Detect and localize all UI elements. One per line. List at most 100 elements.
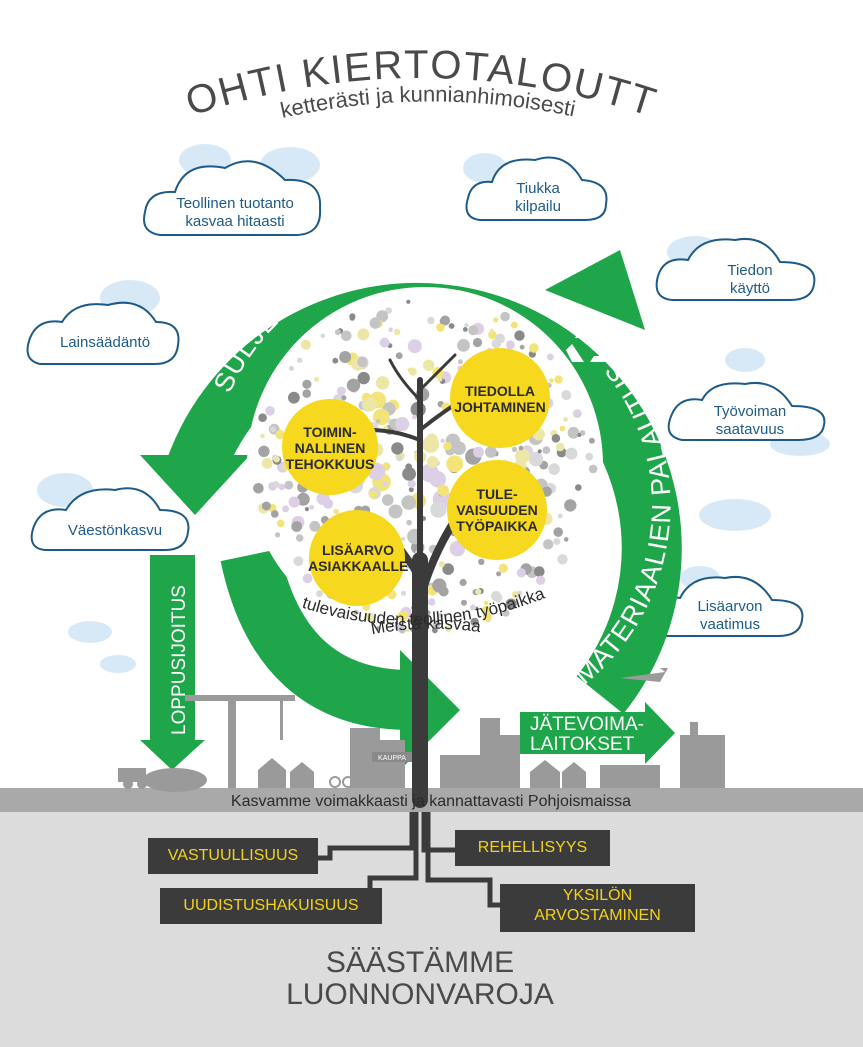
decor-dot — [396, 454, 403, 462]
decor-dot — [427, 316, 435, 325]
decor-dot — [253, 483, 264, 494]
decor-dot — [373, 408, 390, 426]
decor-dot — [379, 337, 390, 348]
decor-dot — [557, 554, 568, 565]
decor-dot — [514, 330, 525, 341]
decor-dot — [500, 311, 510, 322]
decor-dot — [438, 561, 445, 568]
decor-dot — [260, 433, 265, 439]
decor-dot — [333, 508, 339, 515]
decor-dot — [464, 323, 469, 328]
decor-dot — [511, 446, 518, 452]
decor-dot — [452, 441, 466, 456]
decor-dot — [564, 499, 577, 512]
circle-label-tiedolla: TIEDOLLA JOHTAMINEN — [454, 383, 546, 415]
decor-dot — [426, 456, 439, 468]
decor-dot — [275, 429, 286, 440]
decor-dot — [405, 463, 413, 471]
decor-dot — [585, 452, 594, 461]
ground-band — [0, 788, 863, 812]
decor-dot — [489, 328, 495, 333]
decor-dot — [556, 442, 565, 452]
decor-dot — [382, 481, 388, 487]
cloud-label-tyovoiman: Työvoiman saatavuus — [713, 403, 787, 438]
decor-dot — [461, 599, 467, 606]
decor-dot — [563, 417, 568, 422]
decor-dot — [401, 536, 406, 541]
decor-dot — [339, 351, 352, 363]
decor-dot — [563, 537, 569, 542]
decor-dot — [485, 446, 497, 458]
cloud-outlines — [26, 156, 826, 637]
decor-dot — [261, 501, 271, 511]
cloud-shape-tiukka — [465, 156, 608, 221]
decor-dot — [542, 446, 551, 454]
decor-dot — [491, 338, 502, 349]
decor-dot — [430, 501, 447, 518]
decor-dot — [408, 367, 417, 376]
cloud-label-vaestonkasvu: Väestönkasvu — [67, 522, 163, 539]
decor-dot — [261, 458, 273, 469]
decor-dot — [369, 317, 381, 329]
loppusijoitus-arrow — [140, 555, 205, 770]
decor-dot — [505, 340, 515, 350]
decor-dot — [300, 339, 311, 350]
decor-dot — [528, 451, 544, 467]
bottom-text-2: LUONNONVAROJA — [286, 978, 554, 1011]
decor-dot — [588, 437, 595, 444]
decor-dot — [470, 604, 476, 611]
ground-text: Kasvamme voimakkaasti ja kannattavasti P… — [231, 793, 631, 810]
root-label-vastuullisuus: VASTUULLISUUS — [148, 838, 318, 874]
decor-dot — [265, 406, 275, 416]
decor-dot — [288, 365, 294, 371]
decor-dot — [408, 487, 414, 493]
decor-dot — [398, 626, 406, 634]
decor-dot — [473, 446, 484, 458]
decor-dot — [561, 390, 572, 401]
decor-dot — [557, 513, 563, 519]
decor-dot — [407, 479, 416, 488]
shop-sign: KAUPPA — [378, 755, 406, 762]
decor-dot — [488, 330, 497, 340]
decor-dot — [457, 359, 463, 365]
decor-dot — [388, 327, 394, 333]
decor-dot — [297, 357, 303, 363]
decor-dot — [272, 481, 280, 489]
decor-dot — [365, 612, 375, 622]
decor-dot — [572, 409, 582, 418]
decor-dot — [288, 391, 300, 404]
decor-dot — [554, 375, 563, 384]
decor-dot — [258, 445, 270, 457]
cloud-label-teollinen: Teollinen tuotanto kasvaa hitaasti — [176, 195, 294, 230]
decor-dot — [547, 353, 554, 361]
jatevoima-arrow — [520, 702, 675, 764]
decor-dot — [357, 328, 370, 341]
decor-dot — [510, 321, 518, 329]
decor-dot — [459, 578, 467, 587]
decor-dot — [535, 575, 546, 585]
decor-dot — [385, 307, 392, 314]
decor-dot — [407, 339, 422, 354]
decor-dot — [517, 590, 523, 596]
decor-dot — [395, 417, 410, 431]
decor-dot — [422, 436, 440, 453]
cloud-label-lisaarvon: Lisäarvon vaatimus — [697, 598, 763, 633]
decor-dot — [376, 626, 381, 631]
decor-dot — [353, 609, 359, 615]
decor-dot — [553, 527, 563, 537]
decor-dot — [468, 325, 479, 336]
decor-dot — [490, 590, 502, 602]
cloud-shape-tiedon — [655, 238, 816, 301]
decor-dot — [295, 534, 304, 542]
cloud-shape-teollinen — [143, 160, 322, 236]
recycle-icon — [566, 316, 614, 362]
cloud-shape-lainsaadanto — [26, 301, 180, 365]
decor-dot — [481, 605, 491, 615]
decor-dot — [437, 613, 444, 619]
cloud-shape-vaestonkasvu — [30, 487, 190, 551]
loppusijoitus-label: LOPPUSIJOITUS — [169, 585, 190, 735]
decor-dot — [302, 573, 313, 584]
decor-dot — [432, 578, 447, 593]
decor-dot — [534, 566, 545, 577]
